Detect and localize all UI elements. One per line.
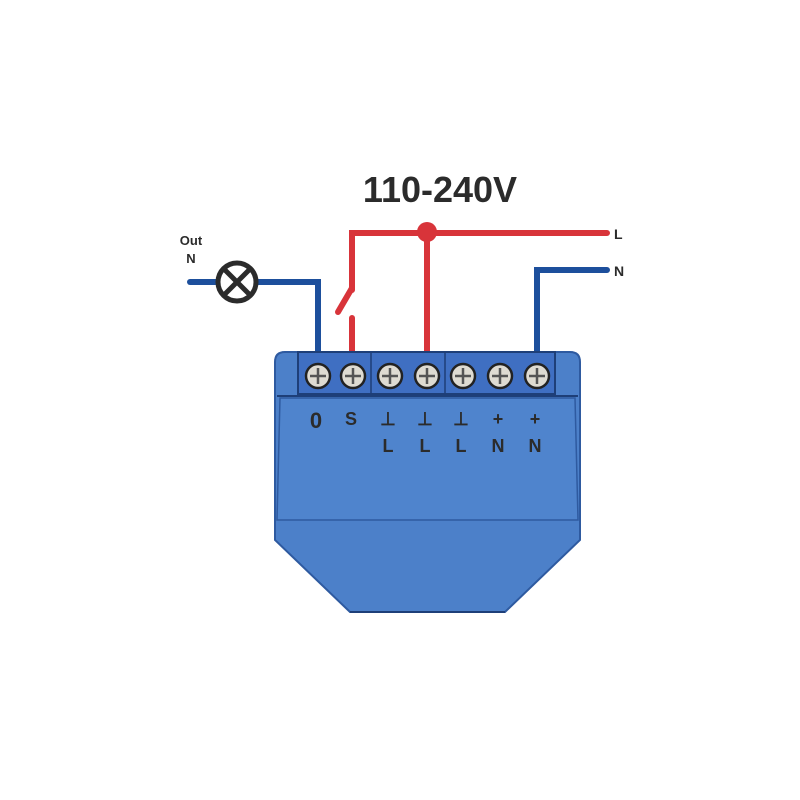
neutral-wire [187, 267, 610, 359]
switch-lever [335, 285, 355, 315]
terminal-label: + [493, 409, 504, 429]
terminal-label: S [345, 409, 357, 429]
out-label: Out [180, 233, 203, 248]
terminal-screw-icon [376, 362, 404, 390]
terminal-function-label: L [383, 436, 394, 456]
terminal-screw-icon [413, 362, 441, 390]
lamp-icon [215, 260, 259, 304]
terminal-function-label: L [420, 436, 431, 456]
terminal-screw-icon [486, 362, 514, 390]
relay-device [274, 351, 581, 613]
terminal-function-label: L [456, 436, 467, 456]
terminal-screw-icon [304, 362, 332, 390]
live-wire [335, 230, 610, 359]
terminal-label: + [530, 409, 541, 429]
voltage-title: 110-240V [363, 169, 517, 210]
terminal-label: ⊥ [453, 409, 469, 429]
out-n-label: N [186, 251, 195, 266]
terminal-function-label: N [529, 436, 542, 456]
terminal-screw-icon [339, 362, 367, 390]
terminal-screw-icon [449, 362, 477, 390]
terminal-function-label: N [492, 436, 505, 456]
terminal-label: 0 [310, 408, 322, 433]
line-label: L [614, 226, 623, 242]
junction-dot [417, 222, 437, 242]
terminal-screw-icon [523, 362, 551, 390]
terminal-label: ⊥ [380, 409, 396, 429]
terminal-label: ⊥ [417, 409, 433, 429]
neutral-label: N [614, 263, 624, 279]
